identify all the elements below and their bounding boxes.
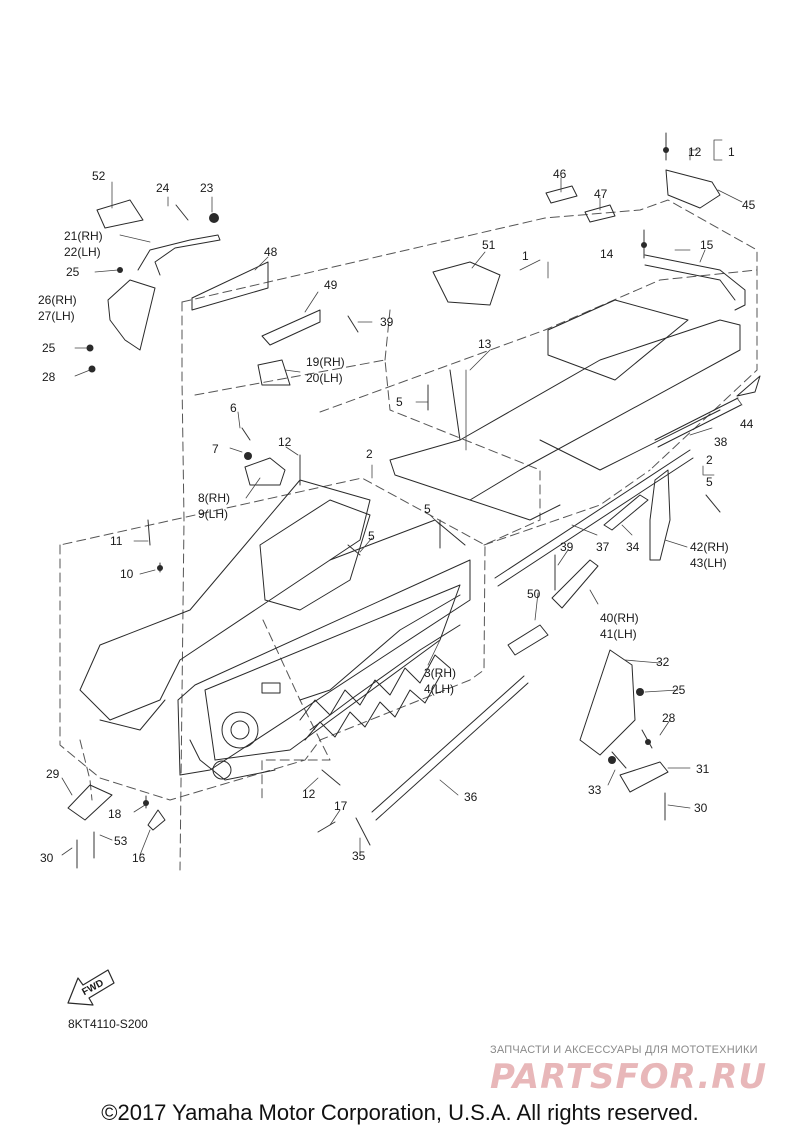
part-label: 17 — [334, 799, 348, 813]
part-label: 20(LH) — [306, 371, 343, 385]
part-label: 24 — [156, 181, 170, 195]
heat-shield — [603, 494, 649, 531]
part-label: 13 — [478, 337, 492, 351]
part-label: 22(LH) — [64, 245, 101, 259]
part-label: 30 — [694, 801, 708, 815]
step-29 — [67, 784, 113, 821]
part-label: 39 — [380, 315, 394, 329]
part-label: 52 — [92, 169, 106, 183]
part-label: 12 — [688, 145, 702, 159]
forward-arrow-icon — [67, 969, 115, 1006]
watermark-logo: PARTSFOR.RU — [490, 1057, 767, 1096]
rear-bracket — [665, 169, 721, 209]
part-label: 1 — [728, 145, 735, 159]
part-label: 25 — [66, 265, 80, 279]
part-label: 28 — [662, 711, 676, 725]
rear-bumper — [644, 254, 746, 311]
part-label: 47 — [594, 187, 608, 201]
mudflap — [736, 375, 761, 397]
fasteners — [76, 132, 721, 869]
part-label: 16 — [132, 851, 146, 865]
part-label: 18 — [108, 807, 122, 821]
part-label: 41(LH) — [600, 627, 637, 641]
grab-handle — [137, 234, 221, 276]
footrest-bracket — [579, 649, 636, 756]
leader-lines — [61, 139, 743, 856]
part-label: 49 — [324, 278, 338, 292]
part-label: 38 — [714, 435, 728, 449]
part-label: 14 — [600, 247, 614, 261]
part-label: 42(RH) — [690, 540, 729, 554]
mount-bracket — [244, 457, 286, 486]
side-rails — [494, 397, 742, 587]
watermark-logo-text: PARTSFOR.RU — [490, 1057, 767, 1096]
part-label: 34 — [626, 540, 640, 554]
part-label: 3(RH) — [424, 666, 456, 680]
seat-pads — [96, 185, 616, 346]
part-label: 19(RH) — [306, 355, 345, 369]
part-label: 27(LH) — [38, 309, 75, 323]
fastener-heads — [86, 147, 669, 806]
part-label: 48 — [264, 245, 278, 259]
clip-16 — [147, 809, 166, 831]
part-label: 4(LH) — [424, 682, 454, 696]
part-label: 1 — [522, 249, 529, 263]
part-label: 46 — [553, 167, 567, 181]
part-label: 12 — [278, 435, 292, 449]
part-labels: 1 12 45 46 47 52 24 23 21(RH) 22(LH) 48 … — [38, 145, 756, 865]
watermark-tagline: ЗАПЧАСТИ И АКСЕССУАРЫ ДЛЯ МОТОТЕХНИКИ — [490, 1044, 758, 1056]
part-label: 12 — [302, 787, 316, 801]
part-label: 7 — [212, 442, 219, 456]
part-label: 5 — [368, 529, 375, 543]
part-label: 31 — [696, 762, 710, 776]
part-label: 9(LH) — [198, 507, 228, 521]
tunnel-cover — [389, 299, 741, 521]
tunnel-lattice — [299, 654, 451, 741]
copyright-notice: ©2017 Yamaha Motor Corporation, U.S.A. A… — [101, 1100, 699, 1125]
part-label: 33 — [588, 783, 602, 797]
part-label: 25 — [672, 683, 686, 697]
part-label: 35 — [352, 849, 366, 863]
part-label: 53 — [114, 834, 128, 848]
part-label: 10 — [120, 567, 134, 581]
step-plate — [619, 761, 669, 793]
part-label: 36 — [464, 790, 478, 804]
part-label: 21(RH) — [64, 229, 103, 243]
diagram-code: 8KT4110-S200 — [68, 1017, 148, 1031]
part-label: 11 — [110, 534, 123, 548]
block-50 — [507, 624, 549, 656]
part-label: 37 — [596, 540, 610, 554]
part-label: 2 — [706, 453, 713, 467]
part-label: 2 — [366, 447, 373, 461]
part-label: 25 — [42, 341, 56, 355]
part-label: 51 — [482, 238, 496, 252]
vent-duct — [257, 359, 291, 386]
part-label: 6 — [230, 401, 237, 415]
part-label: 26(RH) — [38, 293, 77, 307]
part-label: 44 — [740, 417, 754, 431]
part-label: 15 — [700, 238, 714, 252]
part-label: 45 — [742, 198, 756, 212]
part-label: 5 — [424, 502, 431, 516]
part-label: 43(LH) — [690, 556, 727, 570]
side-guard — [551, 559, 599, 609]
cross-shaft — [375, 682, 529, 821]
dashed-assembly-boundaries — [59, 199, 758, 871]
side-bracket — [107, 279, 156, 351]
chassis-frame — [79, 479, 471, 781]
part-label: 50 — [527, 587, 541, 601]
part-label: 32 — [656, 655, 670, 669]
part-label: 8(RH) — [198, 491, 230, 505]
part-label: 28 — [42, 370, 56, 384]
part-label: 5 — [706, 475, 713, 489]
part-label: 23 — [200, 181, 214, 195]
part-label: 39 — [560, 540, 574, 554]
running-board — [649, 469, 671, 561]
part-label: 5 — [396, 395, 403, 409]
part-label: 30 — [40, 851, 54, 865]
part-label: 40(RH) — [600, 611, 639, 625]
part-label: 29 — [46, 767, 60, 781]
